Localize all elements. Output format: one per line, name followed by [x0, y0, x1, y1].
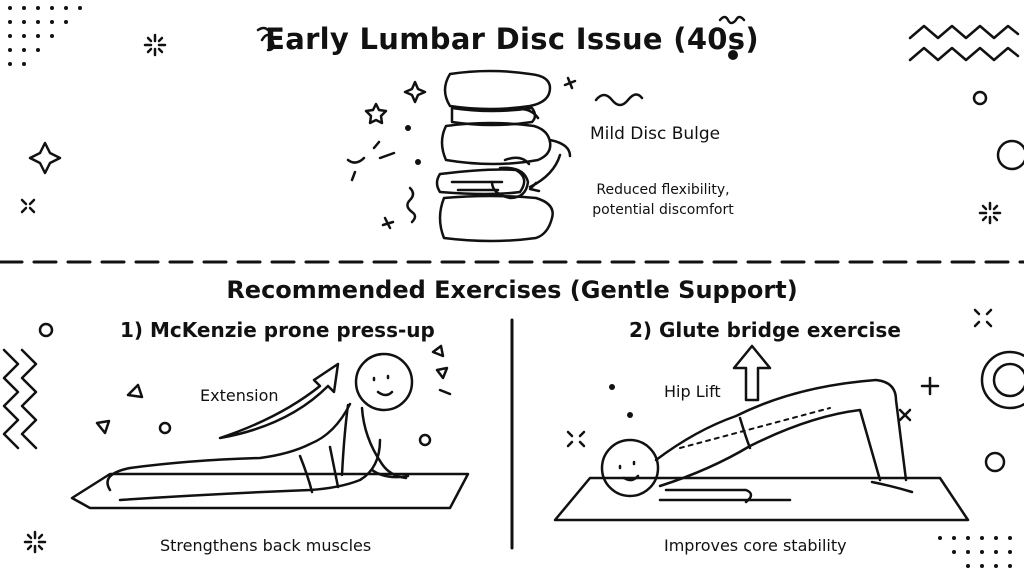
sparkle-decorations	[20, 15, 1002, 554]
zigzag-decoration	[908, 24, 1020, 40]
zigzag-decoration	[908, 46, 1020, 62]
symptom-note-line: potential discomfort	[592, 202, 734, 218]
glute-bridge-illustration	[553, 344, 970, 522]
exercise-1-heading: 1) McKenzie prone press-up	[120, 318, 435, 342]
hip-lift-label: Hip Lift	[664, 382, 721, 401]
disc-bulge-label: Mild Disc Bulge	[590, 124, 721, 144]
extension-label: Extension	[200, 386, 279, 405]
symptom-note: Reduced flexibility, potential discomfor…	[568, 180, 758, 220]
symptom-note-line: Reduced flexibility,	[596, 182, 730, 198]
lumbar-spine-illustration	[435, 69, 572, 243]
exercise-2-caption: Improves core stability	[664, 536, 847, 555]
zigzag-decoration	[20, 348, 38, 450]
dot-pattern-decoration	[8, 6, 1012, 568]
section-title: Recommended Exercises (Gentle Support)	[226, 276, 798, 304]
exercise-1-caption: Strengthens back muscles	[160, 536, 372, 555]
exercise-2-heading: 2) Glute bridge exercise	[629, 318, 901, 342]
zigzag-decoration	[2, 348, 20, 450]
circle-decorations	[38, 90, 1024, 473]
page-title: Early Lumbar Disc Issue (40s)	[265, 22, 759, 56]
prone-press-up-illustration	[70, 352, 470, 510]
